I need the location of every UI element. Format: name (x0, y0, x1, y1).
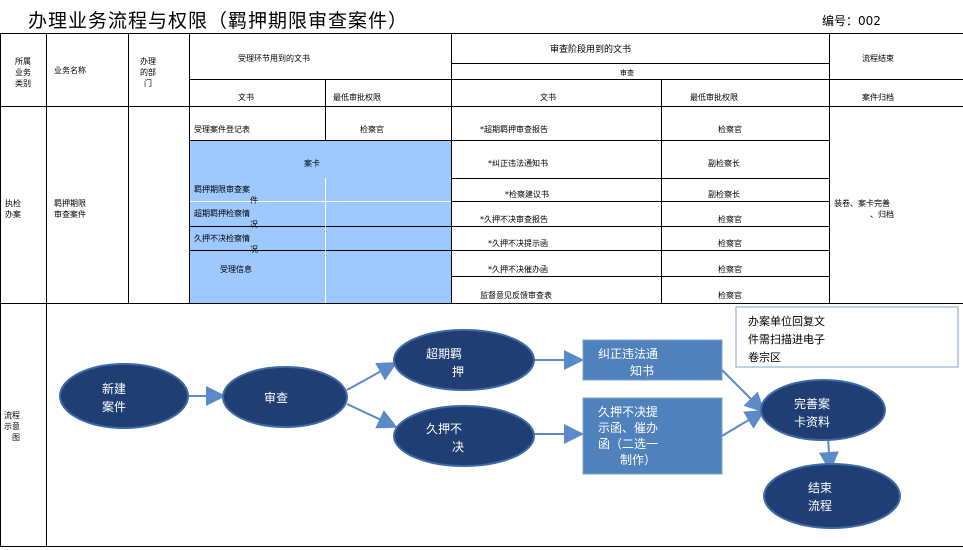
header-min-auth-review: 最低审批权限 (690, 93, 738, 102)
diagram-label: 流程示意图 (4, 411, 20, 442)
note-box (735, 306, 959, 368)
note-line2: 件需扫描进电子 (748, 332, 825, 346)
case-card-label: 案卡 (304, 159, 320, 168)
node-long-held (393, 405, 535, 467)
node-overdue-line2: 押 (452, 365, 464, 379)
header-doc-accept: 文书 (238, 93, 254, 102)
blue-left-column (189, 178, 325, 303)
accept-auth: 检察官 (360, 125, 384, 134)
review-doc-2: *纠正违法通知书 (488, 159, 548, 168)
blue-row-4: 受理信息 (220, 265, 252, 274)
node-end-line2: 流程 (808, 498, 832, 513)
row-category: 执检办案 (5, 199, 21, 219)
header-business-name: 业务名称 (54, 66, 86, 75)
node-long-held-line2: 决 (452, 440, 464, 454)
review-auth-2: 副检察长 (708, 159, 740, 168)
node-end-line1: 结束 (808, 481, 832, 495)
node-overdue (393, 329, 535, 391)
review-auth-1: 检察官 (718, 125, 742, 134)
box-prompt-line1: 久押不决提 (598, 404, 658, 419)
case-card-cell (189, 140, 451, 178)
blue-right-column (325, 178, 451, 303)
header-department: 办理的部门 (140, 57, 156, 88)
review-doc-5: *久押不决提示函 (488, 239, 548, 248)
header-accept-docs: 受理环节用到的文书 (238, 54, 310, 63)
document-number: 编号：002 (822, 14, 881, 28)
review-doc-1: *超期羁押审查报告 (480, 125, 548, 134)
review-auth-5: 检察官 (718, 239, 742, 248)
flow-end-text: 装卷、案卡完善、归档 (834, 199, 894, 219)
node-new-case (59, 363, 189, 429)
node-complete-card (760, 379, 886, 441)
header-case-file: 案件归档 (862, 93, 894, 102)
header-category: 所属业务类别 (15, 57, 31, 88)
node-new-case-line2: 案件 (102, 399, 126, 414)
accept-doc: 受理案件登记表 (194, 125, 250, 134)
blue-row-3: 久押不决检察情况 (194, 234, 258, 254)
review-doc-7: 监督意见反馈审查表 (480, 291, 552, 300)
box-prompt-line4: 制作） (620, 453, 656, 467)
box-prompt-line3: 函（二选一 (598, 437, 658, 451)
review-doc-4: *久押不决审查报告 (480, 215, 548, 224)
page-title: 办理业务流程与权限（羁押期限审查案件） (28, 10, 409, 32)
box-prompt-line2: 示函、催办 (598, 420, 658, 435)
review-doc-6: *久押不决催办函 (488, 265, 548, 274)
box-correction-line1: 纠正违法通 (598, 347, 658, 361)
row-business-name: 羁押期限审查案件 (54, 199, 86, 219)
header-review-sub: 审查 (620, 69, 634, 77)
header-flow-end: 流程结束 (862, 54, 894, 63)
node-new-case-line1: 新建 (102, 381, 126, 396)
box-correction-notice (582, 339, 723, 381)
blue-row-2: 超期羁押检察情况 (194, 209, 258, 229)
flow-arrows (188, 350, 839, 472)
blue-row-1: 羁押期限审查案件 (194, 185, 258, 205)
review-auth-4: 检察官 (718, 215, 742, 224)
box-prompt-letter (582, 397, 723, 475)
node-complete-line1: 完善案 (794, 396, 830, 411)
review-auth-7: 检察官 (718, 291, 742, 300)
review-doc-3: *检察建议书 (505, 190, 549, 199)
review-auth-3: 副检察长 (708, 190, 740, 199)
node-end (763, 463, 901, 529)
node-review-label: 审查 (264, 390, 288, 405)
node-overdue-line1: 超期羁 (426, 346, 462, 361)
header-min-auth-accept: 最低审批权限 (333, 93, 381, 102)
note-line1: 办案单位回复文 (748, 314, 825, 328)
box-correction-line2: 知书 (630, 364, 654, 378)
review-auth-6: 检察官 (718, 265, 742, 274)
node-review (222, 366, 348, 428)
note-line3: 卷宗区 (748, 350, 781, 364)
header-review-docs: 审查阶段用到的文书 (550, 45, 632, 55)
node-complete-line2: 卡资料 (794, 415, 830, 429)
node-long-held-line1: 久押不 (426, 422, 462, 436)
header-doc-review: 文书 (540, 93, 556, 102)
